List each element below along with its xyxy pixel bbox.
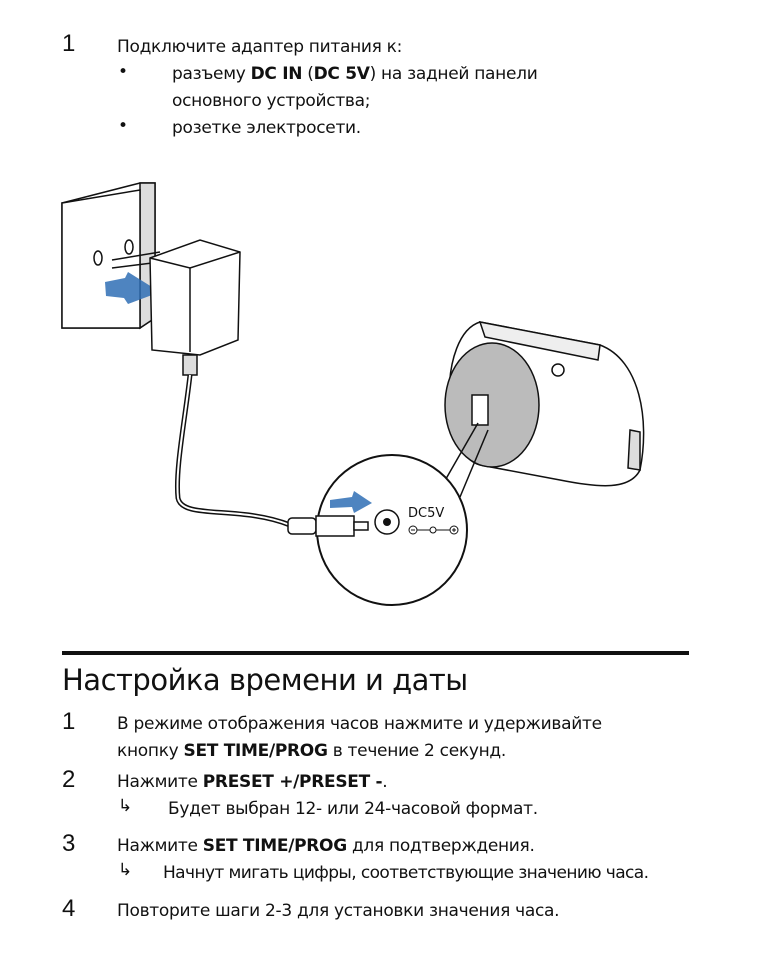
step-text: Подключите адаптер питания к:	[117, 37, 403, 57]
step-number: 3	[62, 830, 76, 857]
bullet-text: розетке электросети.	[172, 118, 361, 138]
step-number: 1	[62, 30, 76, 57]
step-text: Повторите шаги 2-3 для установки значени…	[117, 901, 560, 921]
step-text: Нажмите SET TIME/PROG для подтверждения.	[117, 836, 535, 856]
boombox	[444, 321, 645, 487]
bullet-text-cont: основного устройства;	[172, 91, 371, 111]
power-cord	[175, 374, 291, 528]
adapter-connection-illustration: DC5V	[61, 182, 645, 606]
step-number: 4	[62, 895, 76, 922]
result-arrow-icon: ↳	[118, 796, 133, 816]
bullet: •	[118, 62, 129, 82]
dc-plug	[287, 515, 369, 537]
polarity-icon	[408, 525, 459, 535]
section-divider	[62, 651, 689, 655]
result-arrow-icon: ↳	[118, 860, 133, 880]
insert-arrow	[105, 272, 160, 304]
section-title: Настройка времени и даты	[62, 663, 468, 697]
bullet-text: разъему DC IN (DC 5V) на задней панели	[172, 64, 538, 84]
step-text-cont: кнопку SET TIME/PROG в течение 2 секунд.	[117, 741, 506, 761]
step-number: 2	[62, 766, 76, 793]
bullet: •	[118, 116, 129, 136]
result-text: Начнут мигать цифры, соответствующие зна…	[163, 863, 649, 883]
step-number: 1	[62, 708, 76, 735]
result-text: Будет выбран 12- или 24-часовой формат.	[168, 799, 538, 819]
dc5v-label: DC5V	[408, 506, 444, 521]
insert-arrow	[330, 491, 372, 513]
power-adapter	[111, 239, 241, 376]
step-text: В режиме отображения часов нажмите и уде…	[117, 714, 602, 734]
step-text: Нажмите PRESET +/PRESET -.	[117, 772, 388, 792]
